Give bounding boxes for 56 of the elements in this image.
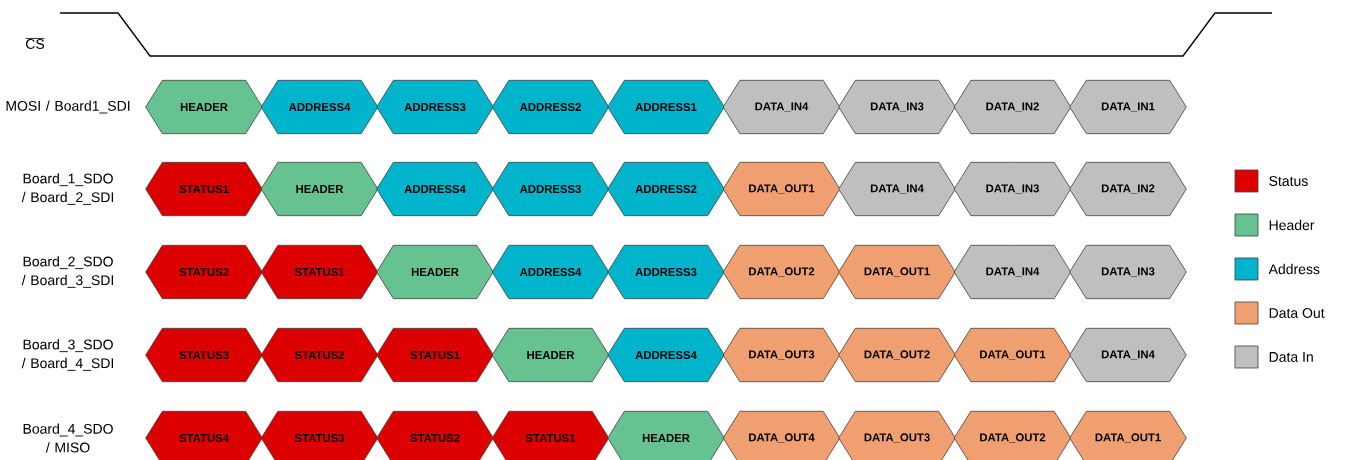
hexagon-segment: ADDRESS1 [607, 79, 725, 135]
hexagon-segment: STATUS3 [145, 327, 263, 383]
hexagon-segment: ADDRESS3 [491, 161, 610, 217]
hexagon-segment: DATA_IN3 [1069, 244, 1187, 300]
hexagon-segment: STATUS1 [491, 410, 610, 460]
hexagon-segment: DATA_OUT3 [838, 410, 956, 460]
legend-label: Header [1269, 219, 1315, 231]
hexagon-segment: DATA_OUT1 [1069, 410, 1187, 460]
hexagon-segment: DATA_OUT2 [838, 327, 956, 383]
hexagon-segment: HEADER [491, 327, 610, 383]
hexagon-segment: DATA_IN2 [1069, 161, 1187, 217]
hexagon-segment: DATA_IN3 [838, 79, 956, 135]
row-label: Board_3_SDO / Board_4_SDI [21, 339, 113, 371]
hexagon-segment: STATUS3 [260, 410, 379, 460]
hexagon-segment: DATA_IN2 [953, 79, 1072, 135]
hexagon-segment: ADDRESS4 [376, 161, 494, 217]
hexagon-segment: STATUS2 [145, 244, 263, 300]
hexagon-segment: DATA_OUT4 [722, 410, 841, 460]
hexagon-segment: DATA_IN4 [1069, 327, 1187, 383]
row-label: Board_1_SDO / Board_2_SDI [21, 173, 113, 205]
hexagon-segment: STATUS4 [145, 410, 263, 460]
hexagon-segment: ADDRESS4 [260, 79, 379, 135]
hexagon-segment: DATA_IN4 [838, 161, 956, 217]
row-label: Board_4_SDO / MISO [23, 423, 113, 453]
hexagon-segment: ADDRESS4 [607, 327, 725, 383]
hexagon-segment: DATA_OUT2 [722, 244, 841, 300]
legend-label: Data Out [1269, 308, 1325, 318]
signal-label: CS [26, 39, 45, 49]
hexagon-segment: DATA_OUT3 [722, 327, 841, 383]
legend-label: Status [1269, 176, 1308, 186]
hexagon-segment: ADDRESS3 [376, 79, 494, 135]
hexagon-segment: ADDRESS2 [607, 161, 725, 217]
hexagon-segment: HEADER [145, 79, 263, 135]
hexagon-segment: DATA_OUT1 [722, 161, 841, 217]
legend-label: Data In [1269, 352, 1313, 362]
hexagon-segment: ADDRESS4 [491, 244, 610, 300]
hexagon-segment: DATA_OUT1 [953, 327, 1072, 383]
hexagon-segment: STATUS1 [260, 244, 379, 300]
hexagon-segment: ADDRESS3 [607, 244, 725, 300]
hexagon-segment: DATA_OUT1 [838, 244, 956, 300]
hexagon-segment: DATA_IN3 [953, 161, 1072, 217]
hexagon-segment: HEADER [260, 161, 379, 217]
row-label: Board_2_SDO / Board_3_SDI [21, 256, 113, 288]
hexagon-segment: DATA_IN1 [1069, 79, 1187, 135]
hexagon-segment: STATUS1 [145, 161, 263, 217]
hexagon-segment: STATUS1 [376, 327, 494, 383]
row-label: MOSI / Board1_SDI [6, 100, 130, 114]
hexagon-segment: HEADER [607, 410, 725, 460]
hexagon-segment: ADDRESS2 [491, 79, 610, 135]
hexagon-segment: DATA_IN4 [953, 244, 1072, 300]
hexagon-segment: DATA_OUT2 [953, 410, 1072, 460]
hexagon-segment: STATUS2 [260, 327, 379, 383]
hexagon-segment: HEADER [376, 244, 494, 300]
legend-label: Address [1268, 263, 1320, 275]
hexagon-segment: DATA_IN4 [722, 79, 841, 135]
hexagon-segment: STATUS2 [376, 410, 494, 460]
